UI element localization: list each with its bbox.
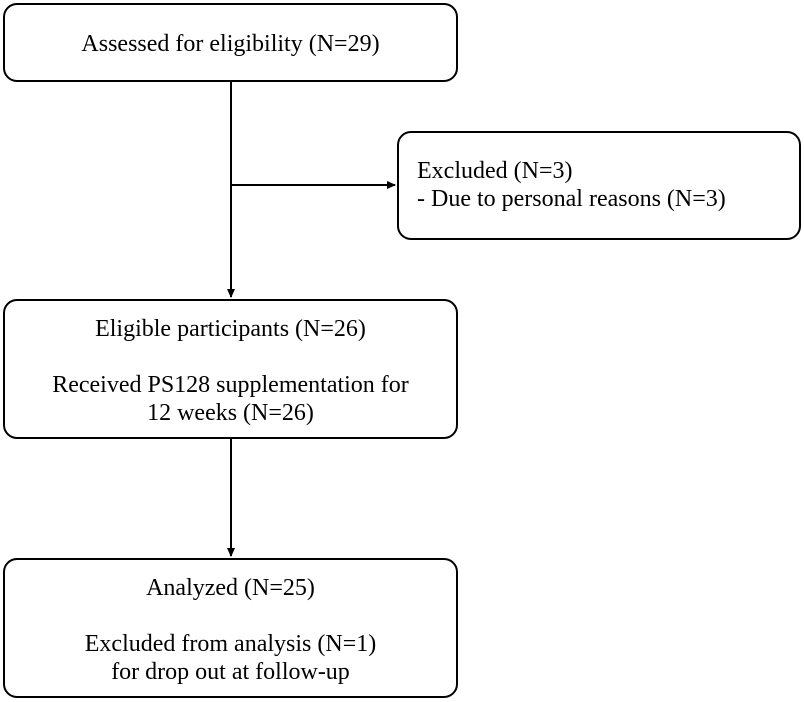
assessed-text: Assessed for eligibility (N=29) [81, 31, 380, 57]
assessed-box: Assessed for eligibility (N=29) [3, 3, 458, 82]
analyzed-title: Analyzed (N=25) [146, 575, 315, 601]
analyzed-box: Analyzed (N=25) Excluded from analysis (… [3, 558, 458, 698]
analyzed-detail-line1: Excluded from analysis (N=1) [84, 631, 377, 657]
excluded-box: Excluded (N=3) - Due to personal reasons… [397, 131, 801, 240]
excluded-title: Excluded (N=3) [417, 158, 573, 184]
analyzed-detail-line2: for drop out at follow-up [111, 659, 350, 685]
eligible-detail-line2: 12 weeks (N=26) [147, 400, 314, 426]
eligible-title: Eligible participants (N=26) [95, 316, 366, 342]
excluded-reason: - Due to personal reasons (N=3) [417, 186, 726, 212]
eligible-box: Eligible participants (N=26) Received PS… [3, 299, 458, 439]
eligible-detail-line1: Received PS128 supplementation for [52, 372, 409, 398]
